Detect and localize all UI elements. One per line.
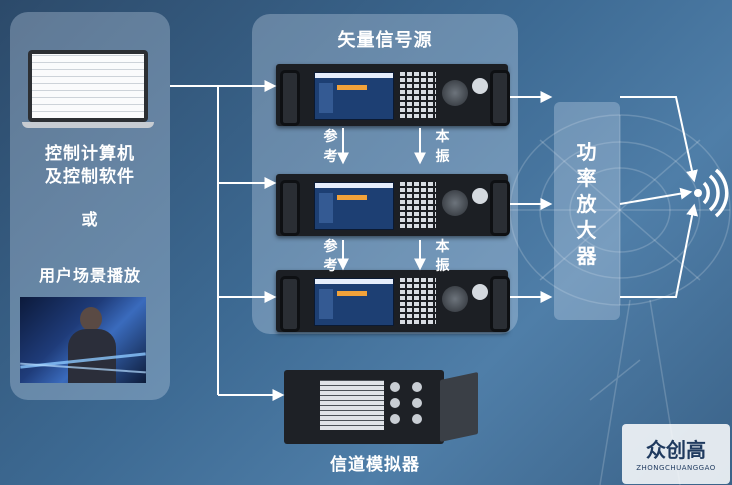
lo-label-1b: 振 [435, 149, 451, 165]
ref-label-2b: 考 [323, 258, 339, 274]
scene-image [20, 297, 146, 383]
wireless-signal-icon [694, 168, 729, 218]
signal-source-title: 矢量信号源 [337, 30, 433, 51]
signal-generator-icon [276, 174, 510, 236]
amplifier-label-5: 器 [576, 244, 598, 268]
watermark-en: ZHONGCHUANGGAO [636, 464, 716, 472]
signal-generator-icon [276, 64, 510, 126]
lo-label-1a: 本 [435, 129, 451, 145]
amplifier-label-4: 大 [576, 218, 598, 242]
lo-label-2a: 本 [435, 239, 451, 255]
ref-label-2a: 参 [323, 239, 339, 255]
dish-antenna-icon [509, 114, 731, 485]
signal-generator-icon [276, 270, 510, 332]
watermark-cn: 众创高 [646, 438, 706, 462]
laptop-icon [22, 50, 154, 130]
channel-emulator-label: 信道模拟器 [330, 455, 420, 475]
lo-label-2b: 振 [435, 258, 451, 274]
ref-label-1a: 参 [323, 129, 339, 145]
scene-label: 用户场景播放 [38, 266, 141, 285]
amplifier-label-1: 功 [576, 140, 598, 164]
computer-label-line1: 控制计算机 [45, 144, 135, 164]
amplifier-label-2: 率 [576, 166, 598, 190]
amplifier-label-3: 放 [576, 192, 598, 216]
computer-label-line2: 及控制软件 [45, 167, 135, 187]
amplifier-panel [554, 102, 620, 320]
watermark-logo: 众创高 ZHONGCHUANGGAO [622, 424, 730, 484]
channel-emulator-icon [284, 370, 480, 444]
ref-label-1b: 考 [323, 149, 339, 165]
or-label: 或 [81, 210, 99, 229]
